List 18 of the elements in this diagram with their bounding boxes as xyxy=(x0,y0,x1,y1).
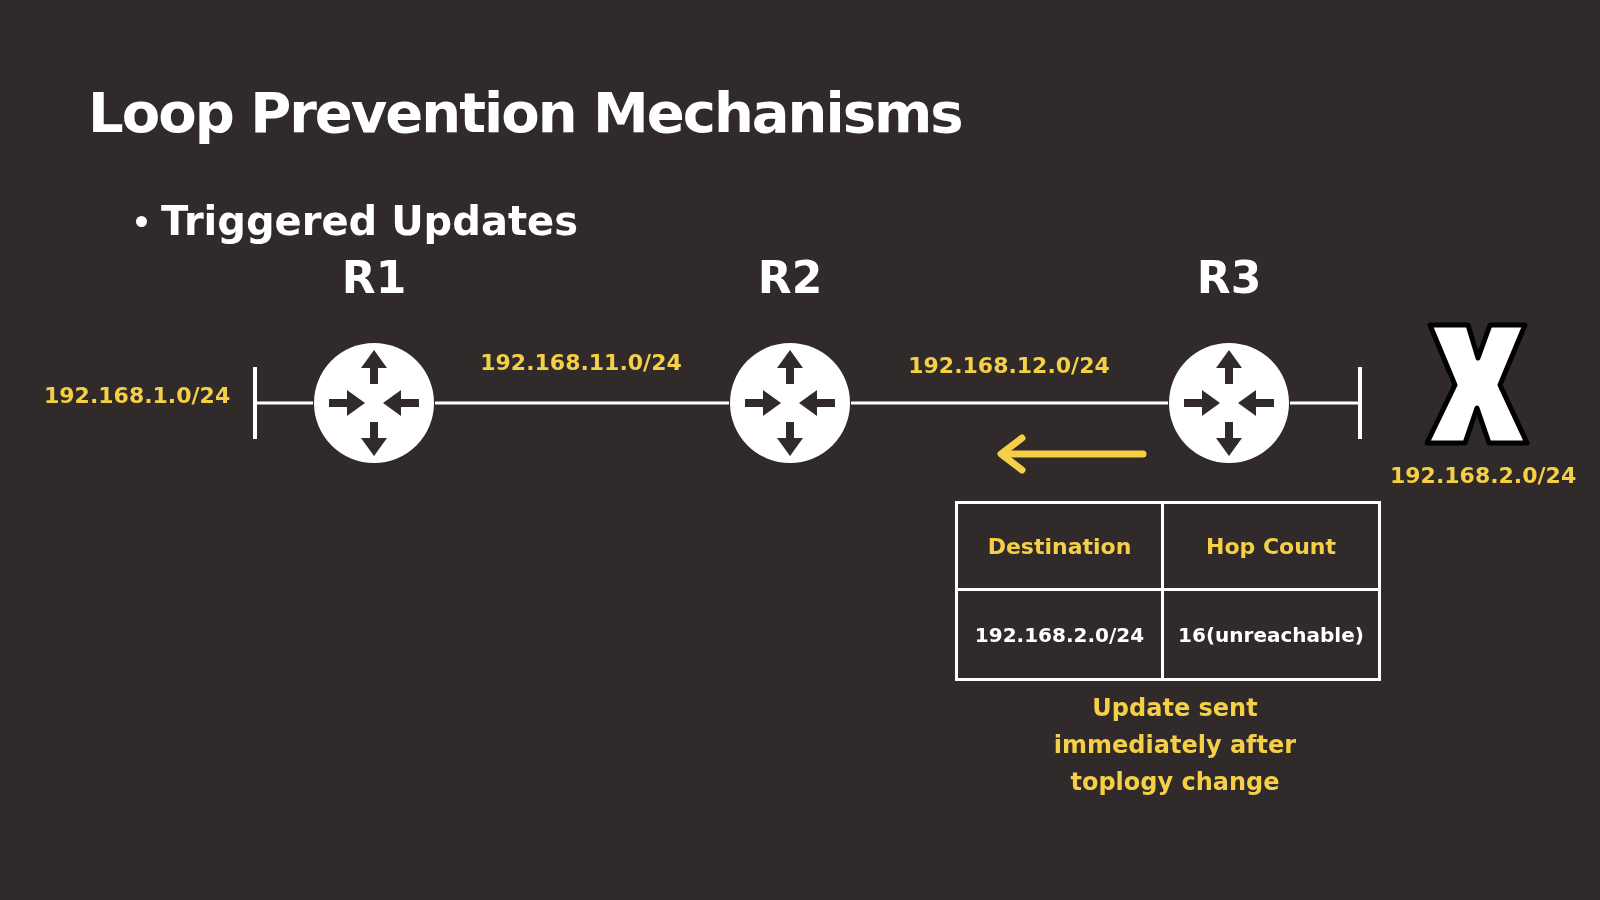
column-header: Hop Count xyxy=(1205,533,1336,559)
link-line xyxy=(1290,401,1358,405)
network-end-bar xyxy=(1358,367,1362,439)
router-name: R2 xyxy=(757,252,823,303)
network-end-bar xyxy=(253,367,257,439)
network-address: 192.168.2.0/24 xyxy=(1390,463,1577,488)
link-line xyxy=(435,401,729,405)
router-name: R3 xyxy=(1196,252,1262,303)
column-header: Destination xyxy=(987,533,1132,559)
table-value: 192.168.2.0/24 xyxy=(974,622,1145,647)
network-address: 192.168.1.0/24 xyxy=(44,383,231,408)
slide-title: Loop Prevention Mechanisms xyxy=(88,80,962,145)
router-name: R1 xyxy=(341,252,407,303)
link-line xyxy=(257,401,313,405)
bullet-text: Triggered Updates xyxy=(161,198,578,244)
table-value: 16(unreachable) xyxy=(1178,622,1364,647)
link-line xyxy=(851,401,1168,405)
note-text: Update sent immediately after toplogy change xyxy=(1052,693,1298,798)
